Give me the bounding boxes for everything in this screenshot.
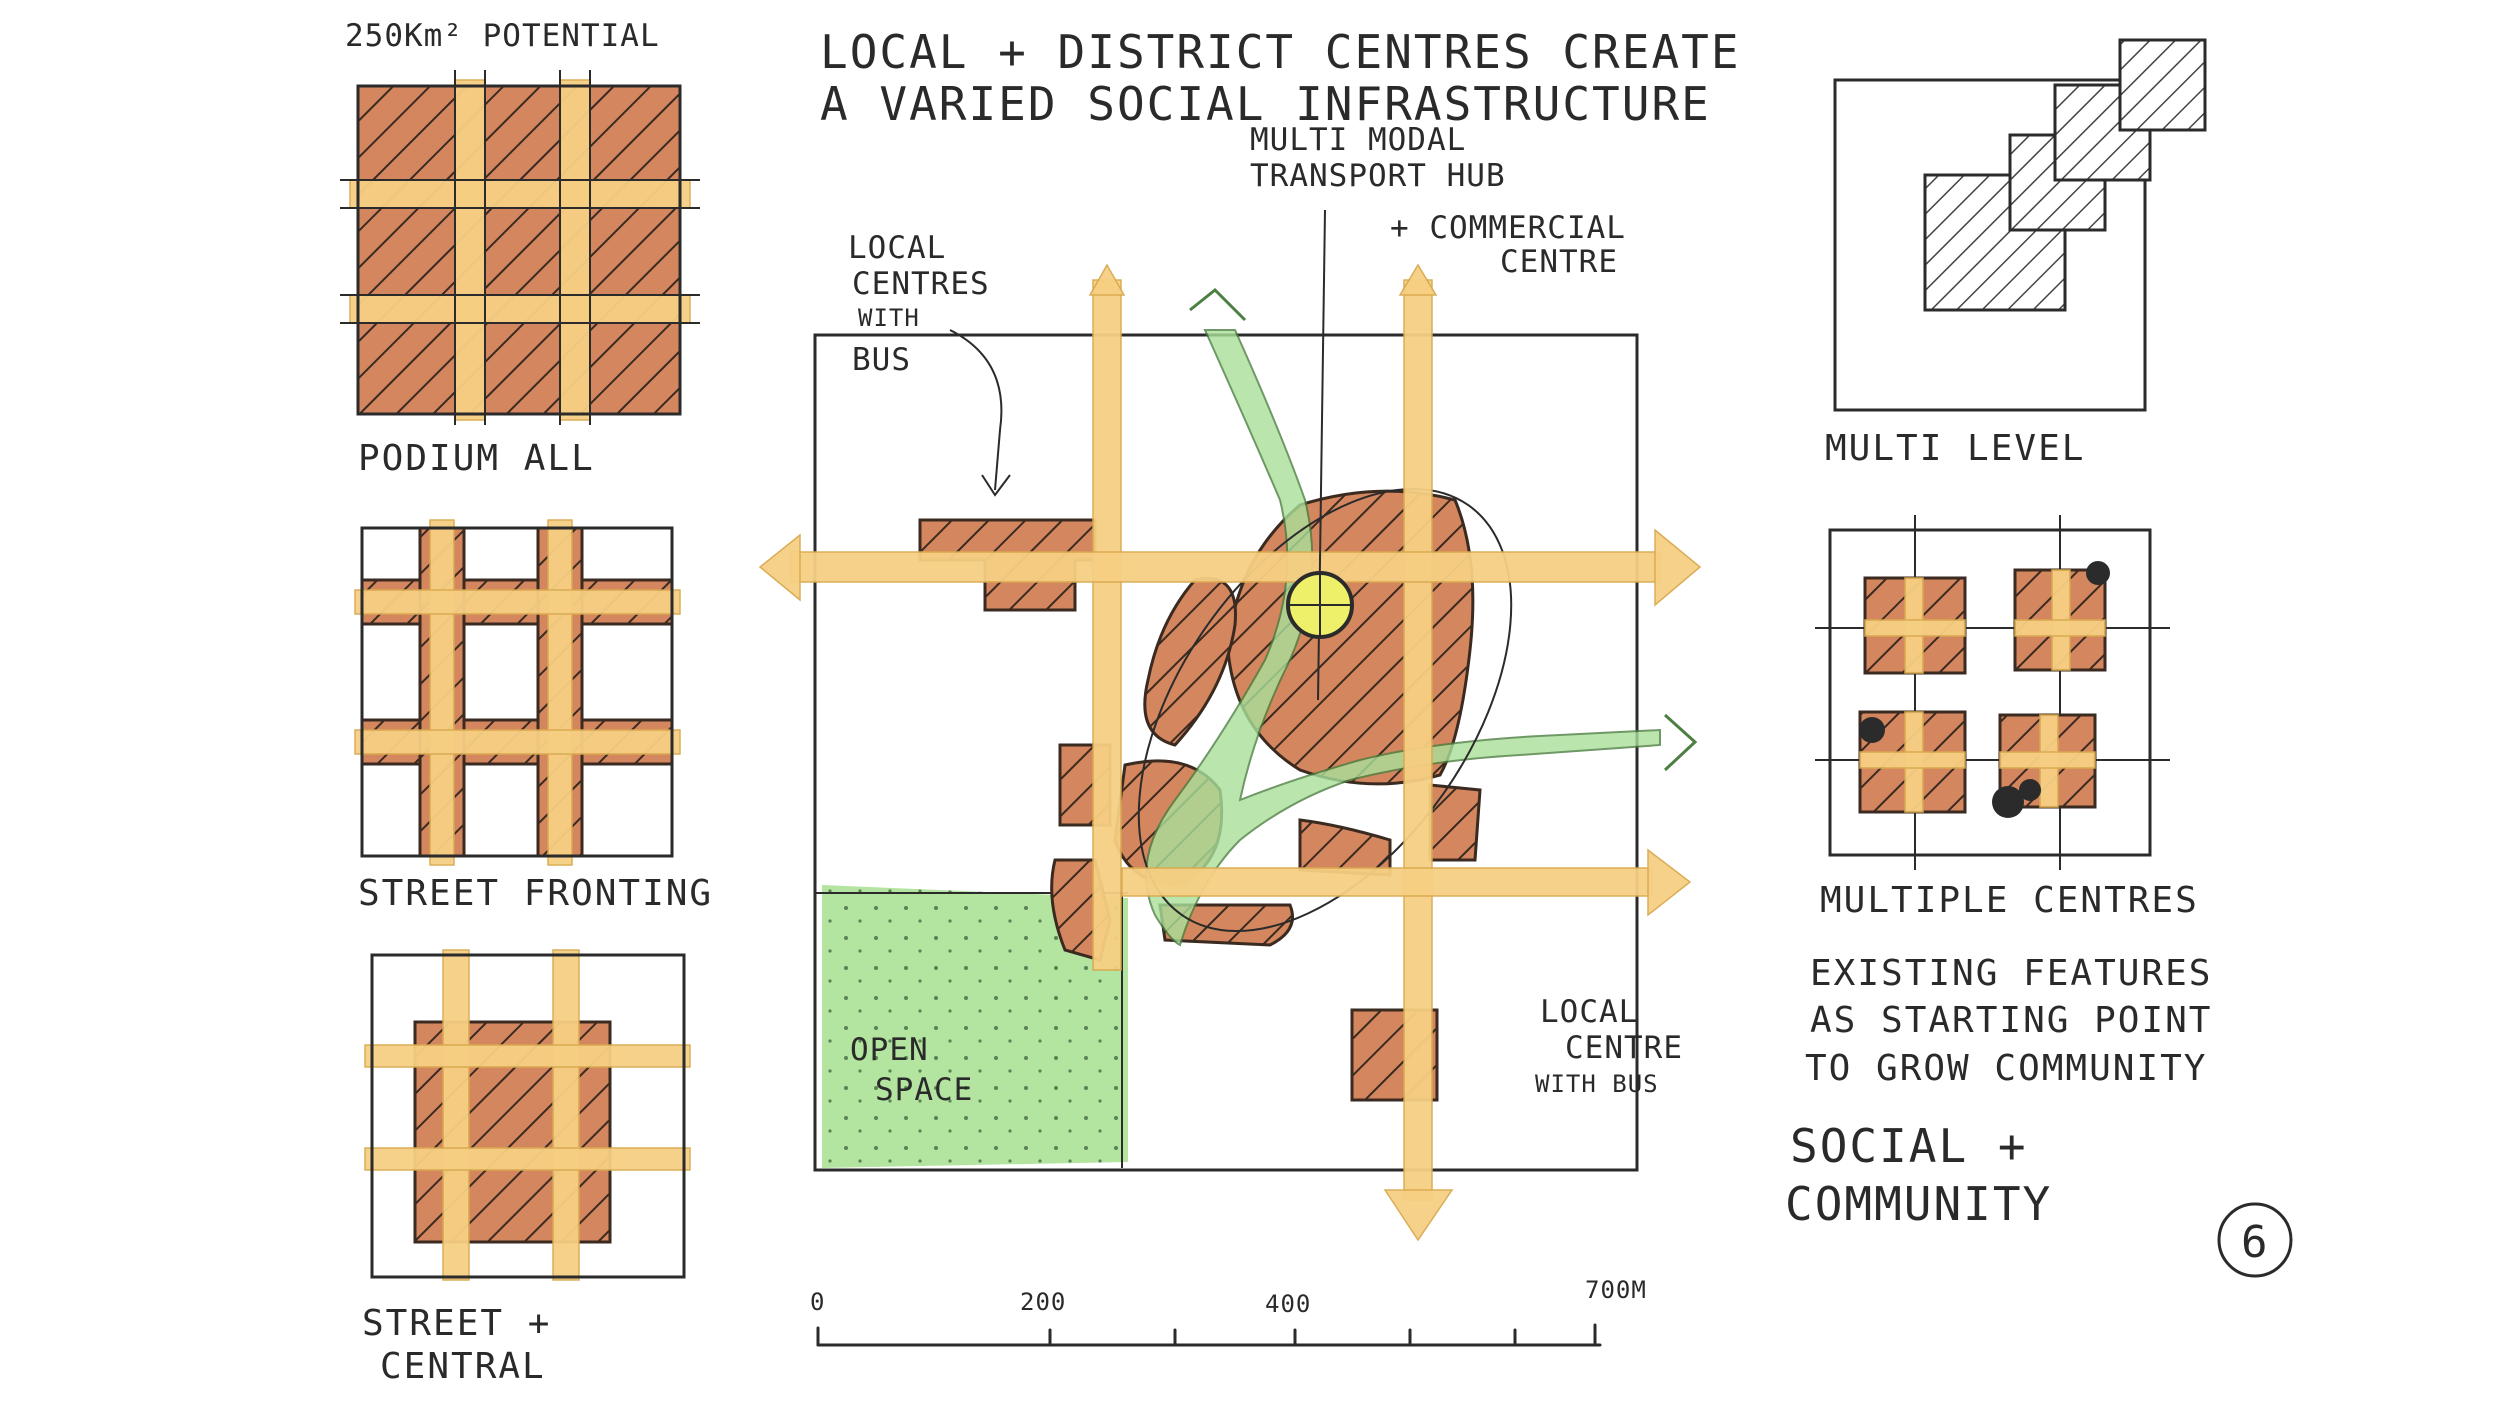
local-centres-label-1: LOCAL [848, 230, 946, 266]
road-north-south-west [1092, 279, 1122, 971]
road-h1 [349, 179, 691, 209]
open-space-label-1: OPEN [850, 1032, 929, 1068]
sheet-title: LOCAL + DISTRICT CENTRES CREATE A VARIED… [820, 25, 1741, 131]
multiple-centres-label: MULTIPLE CENTRES [1820, 880, 2199, 921]
leader-arrow [949, 329, 1003, 491]
road-v2 [559, 79, 591, 421]
panel-frame [356, 84, 682, 416]
road-arrow [1088, 263, 1126, 296]
local-centre-bus-label-2: CENTRE [1565, 1030, 1683, 1066]
panel-multi-level [1833, 38, 2207, 412]
green-arrow-east [1663, 713, 1698, 772]
green-arrow-north [1189, 287, 1247, 322]
green-corridor [1145, 329, 1661, 947]
title-line-1: LOCAL + DISTRICT CENTRES CREATE [820, 25, 1741, 79]
multi-level-label: MULTI LEVEL [1825, 428, 2085, 469]
block-s3 [1298, 818, 1392, 877]
scale-tick-400: 400 [1265, 1290, 1311, 1318]
panel-street-fronting [354, 519, 681, 866]
road-north-south-east [1403, 279, 1433, 1201]
centre-dot [2086, 561, 2110, 585]
centre-dot [2019, 779, 2041, 801]
panel-street-central [364, 949, 691, 1281]
podium-block [356, 84, 682, 416]
street-fronting-label: STREET FRONTING [358, 873, 713, 914]
road-arrow [1398, 263, 1438, 296]
open-space-label-2: SPACE [875, 1072, 973, 1108]
level-4 [2118, 38, 2207, 132]
hub-label-1: MULTI MODAL [1250, 122, 1466, 158]
street-central-label-2: CENTRAL [380, 1346, 546, 1387]
local-centres-label-2: CENTRES [852, 266, 990, 302]
panel-podium-all [340, 70, 700, 425]
podium-label: PODIUM ALL [358, 438, 595, 479]
note-line-2: AS STARTING POINT [1810, 1000, 2212, 1041]
block-s2 [1158, 903, 1294, 947]
scale-bar: 0 200 400 700M [810, 1276, 1647, 1347]
local-centres-label-3: WITH [858, 304, 920, 332]
local-centres-label-4: BUS [852, 342, 911, 378]
panel-frame [1828, 528, 2152, 857]
section-title-1: SOCIAL + [1790, 1119, 2028, 1173]
block-e [1428, 783, 1482, 862]
commercial-label-2: CENTRE [1500, 244, 1618, 280]
catchment-boundary [1137, 487, 1513, 933]
section-title-2: COMMUNITY [1785, 1177, 2052, 1231]
road-arrow [1654, 528, 1702, 607]
scale-tick-200: 200 [1020, 1288, 1066, 1316]
block-nw [1143, 577, 1237, 747]
title-line-2: A VARIED SOCIAL INFRASTRUCTURE [820, 77, 1711, 131]
page-number: 6 [2241, 1217, 2268, 1268]
street-central-label-1: STREET + [362, 1303, 551, 1344]
page-number-circle [2217, 1202, 2293, 1278]
road-east-west-north [789, 551, 1661, 583]
hub-label-2: TRANSPORT HUB [1250, 158, 1506, 194]
road-arrow [1647, 848, 1692, 917]
commercial-centre-block [1226, 489, 1475, 786]
panel-frame [1833, 78, 2147, 412]
panel-frame [360, 526, 674, 858]
panel-frame [370, 953, 686, 1279]
centre-dot [1859, 717, 1885, 743]
commercial-label-1: + COMMERCIAL [1390, 210, 1626, 246]
local-centre-bus-label-3: WITH BUS [1535, 1070, 1659, 1098]
open-space-area [822, 885, 1128, 1168]
potential-note: 250Km² POTENTIAL [345, 18, 660, 54]
road-east-west-south [1121, 867, 1653, 897]
panel-multiple-centres [1815, 515, 2170, 870]
road-arrow [1383, 1189, 1454, 1242]
road-h2 [349, 294, 691, 324]
road-v1 [454, 79, 486, 421]
scale-tick-0: 0 [810, 1288, 825, 1316]
masterplan-map: MULTI MODAL TRANSPORT HUB + COMMERCIAL C… [758, 122, 1702, 1242]
local-centre-bus-label-1: LOCAL [1540, 994, 1638, 1030]
road-arrow [758, 533, 801, 602]
note-line-1: EXISTING FEATURES [1810, 953, 2212, 994]
scale-tick-700: 700M [1585, 1276, 1647, 1304]
note-line-3: TO GROW COMMUNITY [1805, 1048, 2207, 1089]
centre-dot [1992, 786, 2024, 818]
